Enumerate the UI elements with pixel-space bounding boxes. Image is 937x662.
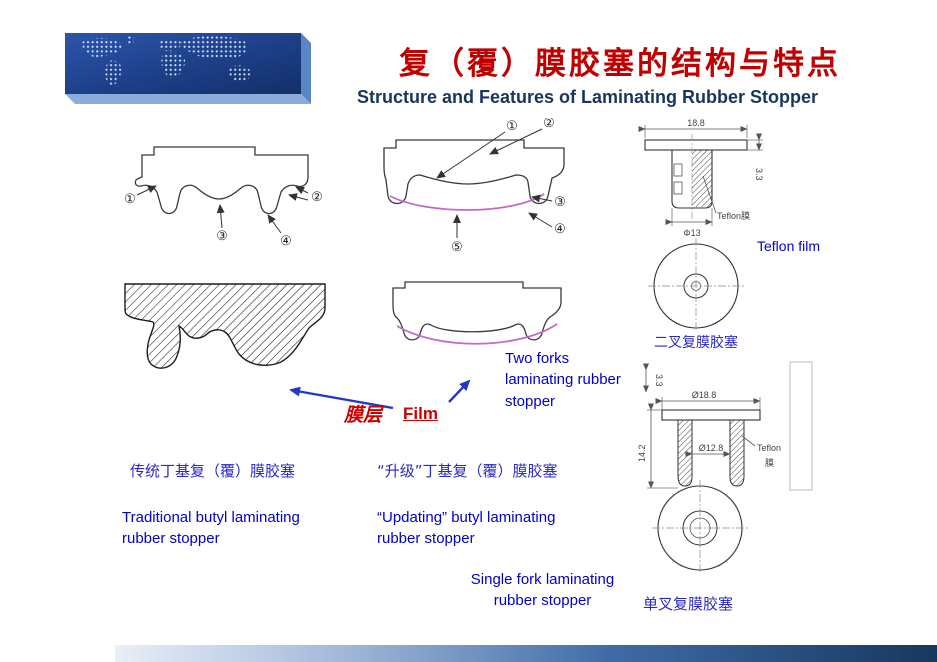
leader-2b — [288, 193, 309, 201]
caption-traditional-chinese: 传统丁基复（覆）膜胶塞 — [130, 462, 296, 480]
callout-2: ② — [311, 189, 323, 204]
stopper-outline-path — [134, 146, 309, 215]
leader-4 — [528, 212, 553, 228]
dim-top-value: 18.8 — [687, 118, 705, 128]
film-label-english: Film — [403, 404, 438, 423]
dim-inner-value: Ø12.8 — [699, 443, 724, 453]
film-label-chinese: 膜层 — [344, 404, 383, 426]
callout-4: ④ — [280, 233, 292, 248]
callout-5: ⑤ — [451, 239, 463, 254]
stopper-outline-path — [392, 281, 562, 341]
caption-teflon-film: Teflon film — [757, 238, 821, 254]
callout-1: ① — [124, 191, 136, 206]
single-fork-engineering-drawing: 3.3 Ø18.8 Ø12.8 14.2 Teflon 膜 — [637, 361, 813, 574]
stopper-outline-path — [383, 139, 565, 205]
flange-section — [644, 139, 748, 151]
fork-slit-upper — [673, 163, 683, 177]
callout-1: ① — [506, 118, 518, 133]
caption-two-forks: Two forks laminating rubber stopper — [505, 350, 621, 410]
leader-2a — [295, 186, 309, 195]
dim-flange-value: 3.3 — [754, 168, 764, 181]
callout-2: ② — [543, 118, 555, 130]
caption-single-fork-chinese: 单叉复膜胶塞 — [643, 595, 734, 613]
leader-2 — [489, 128, 543, 155]
dim-height-value: 14.2 — [637, 444, 647, 462]
world-map-banner — [65, 33, 311, 104]
bottom-bar — [115, 645, 937, 662]
dim-top-value: Ø18.8 — [692, 390, 717, 400]
film-line — [396, 323, 558, 345]
teflon-label: Teflon膜 — [717, 211, 750, 221]
teflon-label-line1: Teflon — [757, 443, 781, 453]
film-line — [389, 193, 545, 211]
arrow-to-left-drawing — [289, 386, 394, 410]
leader-4 — [267, 214, 282, 234]
leader-3 — [216, 204, 225, 229]
dim-plug-value: Φ13 — [683, 228, 700, 238]
banner-right-wedge — [301, 33, 311, 104]
caption-updating-english: “Updating” butyl laminating rubber stopp… — [377, 509, 556, 548]
plug-outline — [671, 150, 713, 209]
callout-3: ③ — [554, 194, 566, 209]
teflon-leader — [702, 175, 717, 214]
reference-frame — [789, 361, 813, 491]
teflon-film-hatch — [692, 150, 712, 207]
right-wall-section — [729, 419, 745, 487]
slide-title-english: Structure and Features of Laminating Rub… — [356, 87, 819, 107]
left-wall-section — [677, 419, 693, 487]
slide-title-chinese: 复（覆）膜胶塞的结构与特点 — [399, 46, 841, 82]
updated-stopper-outline-drawing: ① ② ③ ④ ⑤ — [383, 118, 566, 254]
caption-traditional-english: Traditional butyl laminating rubber stop… — [122, 509, 300, 548]
caption-single-fork-english: Single fork laminating rubber stopper — [470, 571, 615, 610]
caption-updating-chinese: “升级”丁基复（覆）膜胶塞 — [377, 462, 558, 480]
leader-3 — [531, 194, 553, 203]
traditional-stopper-outline-drawing: ① ② ③ ④ — [124, 146, 323, 248]
traditional-stopper-section-drawing — [124, 283, 326, 369]
callout-4: ④ — [554, 221, 566, 236]
updated-stopper-film-drawing — [392, 281, 562, 345]
film-pointer-arrows — [289, 379, 471, 410]
dim-side-value: 3.3 — [654, 374, 664, 387]
teflon-label-line2: 膜 — [765, 458, 774, 468]
leader-1 — [436, 131, 506, 179]
world-map-dots — [81, 36, 251, 86]
banner-bottom-wedge — [65, 94, 311, 104]
teflon-leader — [741, 435, 756, 447]
arrow-to-middle-drawing — [448, 379, 471, 403]
leader-1 — [136, 185, 157, 196]
flange-section — [661, 409, 761, 421]
two-fork-engineering-drawing: 18.8 3.3 Φ13 Teflon膜 — [638, 118, 764, 331]
stopper-section-path — [124, 283, 326, 369]
callout-3: ③ — [216, 228, 228, 243]
fork-slit-lower — [673, 181, 683, 195]
caption-two-fork-chinese: 二叉复膜胶塞 — [654, 335, 738, 351]
